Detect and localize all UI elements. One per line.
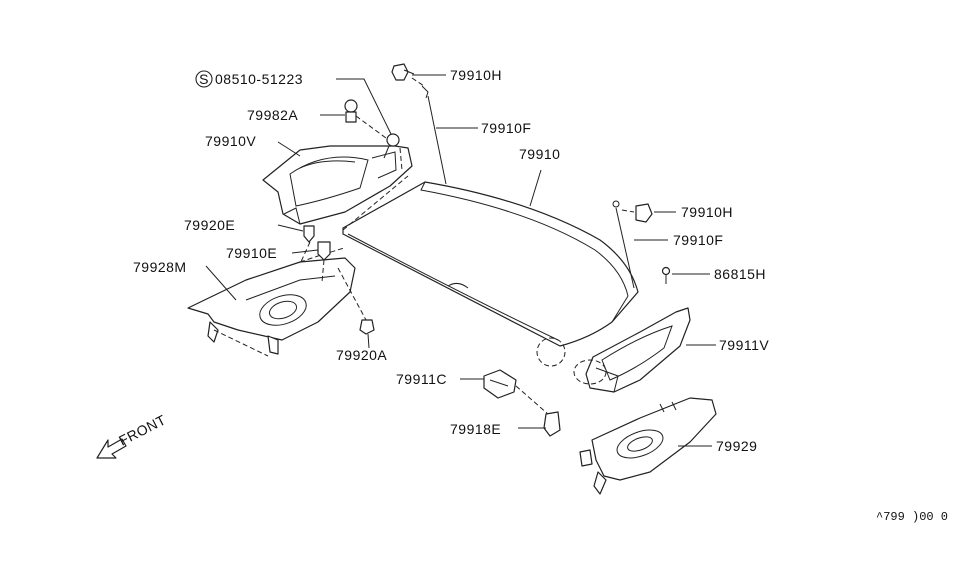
clip-79910h-upper: [391, 63, 429, 99]
label-79910v: 79910V: [205, 133, 256, 149]
clip-79920e: [303, 225, 315, 243]
left-trim-upper: [262, 145, 413, 225]
label-79929: 79929: [716, 438, 757, 454]
right-lower-bracket: [579, 397, 717, 495]
assembly-lines: [299, 77, 635, 415]
label-79911c: 79911C: [396, 371, 447, 387]
part-86815h: [661, 266, 671, 284]
label-79920a: 79920A: [336, 347, 387, 363]
bracket-79910e: [317, 241, 331, 261]
left-lower-bracket: [187, 247, 356, 357]
label-79918e: 79918E: [450, 421, 501, 437]
front-label: FRONT: [116, 411, 168, 448]
label-08510-51223: 08510-51223: [215, 71, 303, 87]
screw-marker: S: [195, 70, 213, 88]
rod-right: [615, 207, 635, 289]
label-79920e: 79920E: [184, 217, 235, 233]
figure-code: ^799 )00 0: [876, 510, 948, 524]
label-79910e: 79910E: [226, 245, 277, 261]
label-79910h-right: 79910H: [681, 204, 733, 220]
label-79910f-right: 79910F: [673, 232, 723, 248]
rod-left: [427, 95, 447, 185]
bracket-79911c: [483, 369, 517, 399]
leader-lines: [205, 74, 716, 447]
front-arrow: FRONT: [96, 411, 169, 459]
label-79911v: 79911V: [719, 337, 769, 353]
label-79910f-left: 79910F: [481, 120, 531, 136]
clip-79920a: [359, 319, 375, 335]
clip-79918e: [543, 411, 561, 437]
label-79982a: 79982A: [247, 107, 298, 123]
label-79910: 79910: [519, 146, 560, 162]
right-trim: [573, 307, 691, 393]
label-79910h-upper: 79910H: [450, 67, 502, 83]
screw-08510: [383, 133, 400, 159]
parcel-shelf: [342, 181, 639, 367]
fastener-79982a: [344, 99, 358, 123]
label-86815h: 86815H: [714, 266, 766, 282]
clip-79910h-right: [612, 200, 653, 223]
label-79928m: 79928M: [133, 259, 187, 275]
svg-text:S: S: [199, 71, 209, 87]
